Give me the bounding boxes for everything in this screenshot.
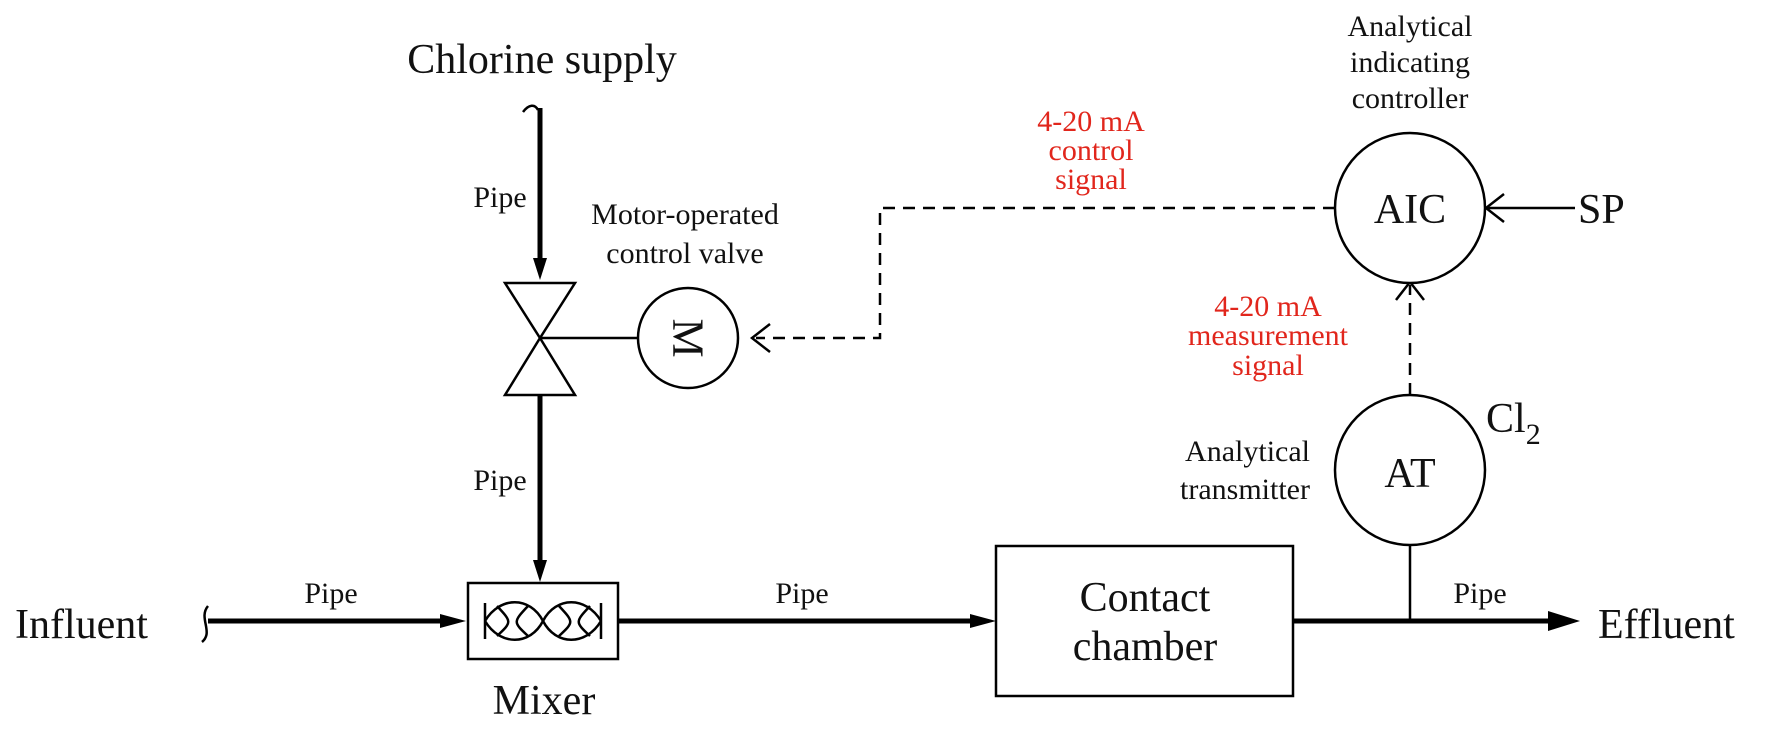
valve-pipe-label: Pipe xyxy=(473,464,526,497)
controller-title-line3: controller xyxy=(1352,82,1469,115)
influent-pipe-arrow xyxy=(440,614,466,628)
mixer-blade-icon xyxy=(483,601,603,641)
controller-circle xyxy=(1333,131,1487,285)
mixer-label: Mixer xyxy=(493,678,596,724)
transmitter-tag: AT xyxy=(1384,451,1435,497)
chlorine-formula-subscript: 2 xyxy=(1526,418,1541,451)
supply-break-symbol xyxy=(522,104,540,113)
setpoint-label: SP xyxy=(1578,187,1625,233)
controller-title-line1: Analytical xyxy=(1348,10,1473,43)
chlorine-formula-main: Cl xyxy=(1486,396,1526,442)
influent-break-symbol xyxy=(201,605,210,643)
control-signal-line3: signal xyxy=(1055,163,1127,196)
effluent-label: Effluent xyxy=(1598,602,1735,648)
influent-pipe-label: Pipe xyxy=(304,577,357,610)
measurement-signal-line3: signal xyxy=(1232,349,1304,382)
chlorine-supply-label: Chlorine supply xyxy=(407,37,677,83)
motor-circle xyxy=(636,286,740,390)
mixer-to-chamber-arrow xyxy=(970,614,996,628)
motor-label: M xyxy=(664,318,713,357)
controller-title-line2: indicating xyxy=(1350,46,1470,79)
transmitter-title-line2: transmitter xyxy=(1180,473,1310,506)
transmitter-circle xyxy=(1333,393,1487,547)
influent-label: Influent xyxy=(15,602,148,648)
control-signal-line xyxy=(756,206,1335,340)
contact-chamber-box xyxy=(994,544,1295,698)
chamber-label-line1: Contact xyxy=(1080,575,1211,621)
controller-tag: AIC xyxy=(1374,187,1446,233)
motor-valve-label-line2: control valve xyxy=(606,237,763,270)
motor-valve-label-line1: Motor-operated xyxy=(591,198,779,231)
control-signal-arrow xyxy=(749,323,771,353)
supply-pipe-arrow xyxy=(533,258,547,280)
effluent-pipe-arrow xyxy=(1548,611,1580,631)
chamber-label-line2: chamber xyxy=(1073,624,1218,670)
supply-pipe-label: Pipe xyxy=(473,181,526,214)
valve-lower-triangle xyxy=(502,335,578,397)
control-signal-line1: 4-20 mA xyxy=(1037,105,1145,138)
mixer-out-pipe-label: Pipe xyxy=(775,577,828,610)
valve-upper-triangle xyxy=(502,281,578,341)
chlorine-formula-label: Cl2 xyxy=(1486,396,1541,451)
valve-to-mixer-arrow xyxy=(533,560,547,582)
control-signal-line2: control xyxy=(1049,134,1134,167)
measurement-signal-line1: 4-20 mA xyxy=(1214,290,1322,323)
transmitter-title-line1: Analytical xyxy=(1185,435,1310,468)
effluent-pipe-label: Pipe xyxy=(1453,577,1506,610)
measurement-signal-line2: measurement xyxy=(1188,319,1349,352)
